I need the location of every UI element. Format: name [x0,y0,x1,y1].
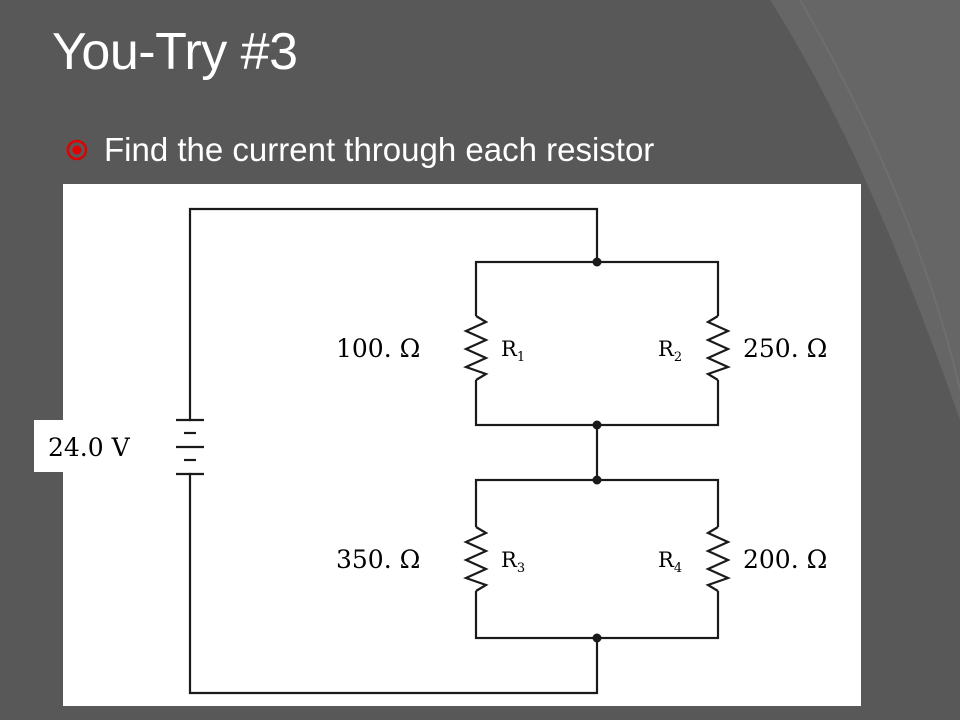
resistor-r3-symbol [463,526,489,592]
resistor-r3-value: 350. Ω [336,545,420,574]
voltage-label-box [34,420,146,472]
bullet-text: Find the current through each resistor [104,131,655,168]
junction-dot [592,475,602,485]
junction-dot [592,257,602,267]
resistor-r4-value: 200. Ω [743,545,827,574]
resistor-r1-symbol [463,315,489,381]
voltage-label: 24.0 V [48,433,131,462]
slide-title: You-Try #3 [52,23,298,81]
resistor-r1-value: 100. Ω [336,334,420,363]
bullet-item: Find the current through each resistor [66,128,654,172]
resistor-r4-name: R4 [658,548,682,576]
circle-bullet-icon [66,139,88,161]
battery-symbol [176,418,204,476]
junctions [592,257,602,643]
resistor-r1-name: R1 [501,337,525,365]
circuit-panel [63,184,861,706]
junction-dot [592,420,602,430]
decorative-arc [770,0,960,420]
wire-bottom [188,472,599,695]
resistor-r2-value: 250. Ω [743,334,827,363]
junction-dot [592,633,602,643]
resistor-r3-name: R3 [501,548,525,576]
resistor-r4-symbol [705,526,731,592]
decorative-arc-edge [799,0,960,391]
wire-top [188,207,599,422]
resistor-r2-symbol [705,315,731,381]
resistor-r2-name: R2 [658,337,682,365]
resistors [463,315,731,592]
